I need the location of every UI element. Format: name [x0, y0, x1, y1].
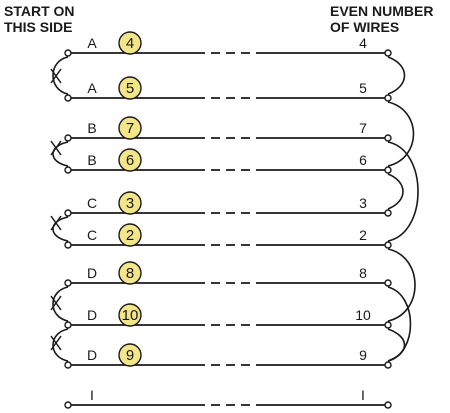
left-terminal-2: [64, 134, 72, 142]
right-loop-4: [387, 248, 416, 322]
right-terminal-0: [384, 49, 392, 57]
right-terminal-2: [384, 134, 392, 142]
right-number-9: I: [361, 387, 365, 403]
badge-number-1: 5: [126, 80, 134, 97]
right-number-6: 8: [359, 265, 367, 281]
right-number-8: 9: [359, 347, 367, 363]
left-loop-0: [52, 56, 69, 95]
right-terminal-5: [384, 241, 392, 249]
badge-number-0: 4: [126, 35, 134, 52]
badge-circle-8: [118, 343, 142, 367]
right-loop-2: [387, 141, 419, 242]
right-number-7: 10: [355, 307, 371, 323]
right-terminal-6: [384, 279, 392, 287]
right-number-1: 5: [359, 80, 367, 96]
right-terminal-4: [384, 209, 392, 217]
cross-mark-b-8: [50, 335, 62, 351]
right-terminal-9: [384, 401, 392, 409]
badge-circle-3: [118, 148, 142, 172]
badge-number-6: 8: [126, 265, 134, 282]
group-label-1: A: [87, 80, 97, 96]
cross-mark-b-1: [50, 68, 62, 84]
left-loop-4: [52, 328, 69, 362]
right-loop-0: [387, 56, 406, 95]
right-terminal-3: [384, 166, 392, 174]
right-terminal-1: [384, 94, 392, 102]
left-header-line-1: START ON: [4, 3, 75, 19]
group-label-0: A: [87, 35, 97, 51]
group-label-4: C: [87, 195, 97, 211]
badge-circle-4: [118, 191, 142, 215]
left-loop-3: [52, 286, 69, 322]
right-number-0: 4: [359, 35, 367, 51]
badge-number-7: 10: [122, 307, 139, 324]
right-header-line-1: EVEN NUMBER: [330, 3, 433, 19]
left-loop-2: [52, 216, 69, 242]
right-number-4: 3: [359, 195, 367, 211]
cross-mark-b-5: [50, 215, 62, 231]
left-terminal-5: [64, 241, 72, 249]
group-label-2: B: [87, 120, 96, 136]
right-number-5: 2: [359, 227, 367, 243]
right-loop-1: [387, 101, 415, 167]
badge-number-2: 7: [126, 120, 134, 137]
badge-number-8: 9: [126, 347, 134, 364]
badge-circle-7: [118, 303, 142, 327]
group-label-9: I: [90, 387, 94, 403]
left-terminal-0: [64, 49, 72, 57]
badge-number-5: 2: [126, 227, 134, 244]
badge-circle-5: [118, 223, 142, 247]
group-label-6: D: [87, 265, 97, 281]
right-terminal-8: [384, 361, 392, 369]
left-terminal-7: [64, 321, 72, 329]
cross-mark-b-3: [50, 140, 62, 156]
badge-circle-1: [118, 76, 142, 100]
badge-circle-0: [118, 31, 142, 55]
cross-mark-b-7: [50, 295, 62, 311]
badge-circle-2: [118, 116, 142, 140]
left-terminal-4: [64, 209, 72, 217]
left-terminal-9: [64, 401, 72, 409]
right-header-line-2: OF WIRES: [330, 19, 399, 35]
badge-number-4: 3: [126, 195, 134, 212]
right-loop-3: [387, 173, 404, 210]
group-label-5: C: [87, 227, 97, 243]
left-terminal-1: [64, 94, 72, 102]
right-loop-6: [387, 328, 406, 362]
group-label-3: B: [87, 152, 96, 168]
badge-number-3: 6: [126, 152, 134, 169]
left-terminal-8: [64, 361, 72, 369]
right-terminal-7: [384, 321, 392, 329]
right-number-2: 7: [359, 120, 367, 136]
group-label-7: D: [87, 307, 97, 323]
group-label-8: D: [87, 347, 97, 363]
left-loop-1: [52, 141, 69, 167]
right-number-3: 6: [359, 152, 367, 168]
left-header-line-2: THIS SIDE: [4, 19, 72, 35]
badge-circle-6: [118, 261, 142, 285]
left-terminal-6: [64, 279, 72, 287]
left-terminal-3: [64, 166, 72, 174]
